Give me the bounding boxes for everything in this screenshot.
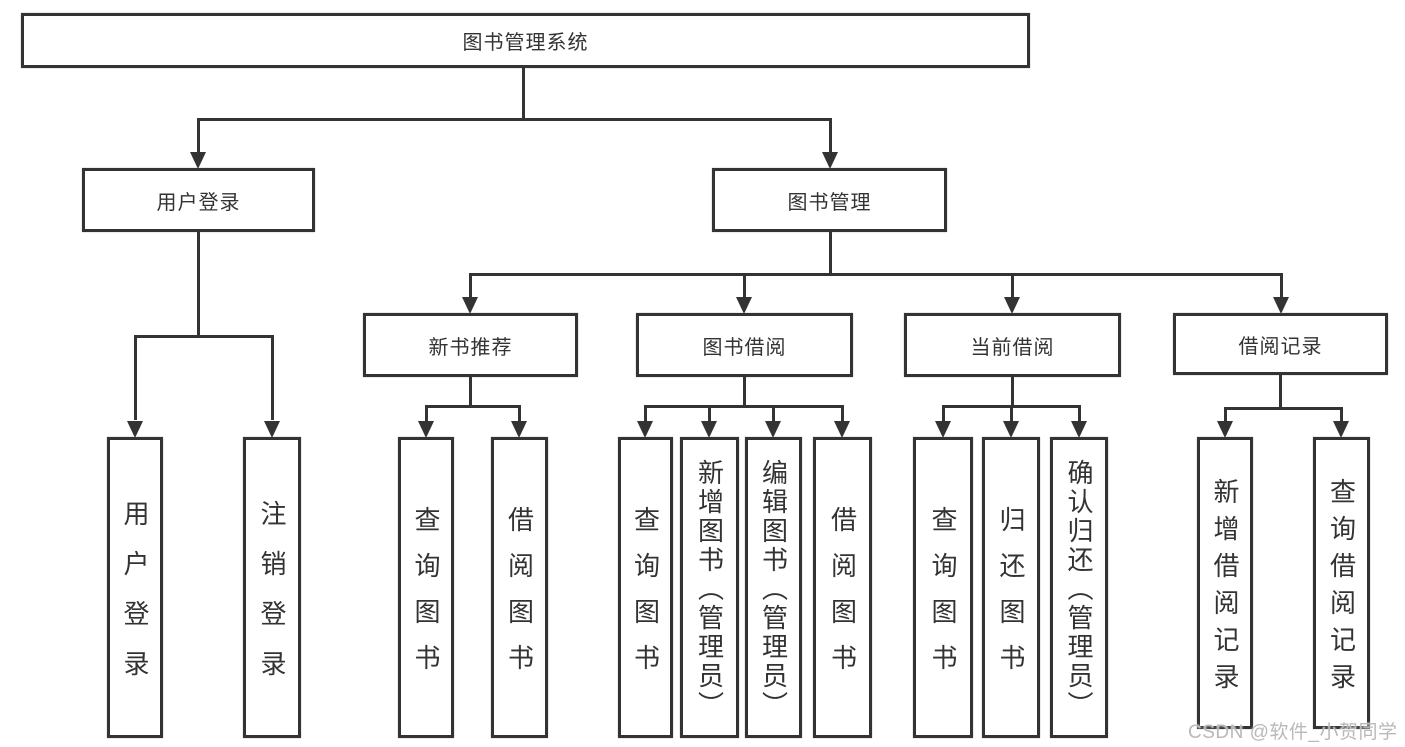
node-new-book-recommend: 新书推荐 (363, 313, 578, 377)
leaf-borrow-books-borrowing: 借阅图书 (813, 437, 872, 738)
connector-shaft (1224, 407, 1227, 421)
connector-current-stem (1011, 377, 1014, 405)
connector-user-login-rail (134, 335, 274, 338)
connector-shaft (1011, 273, 1014, 298)
connector-root-rail (197, 118, 832, 121)
connector-shaft (425, 405, 428, 421)
arrow-down-icon (736, 297, 752, 314)
connector-shaft (743, 273, 746, 298)
node-root: 图书管理系统 (21, 13, 1030, 68)
leaf-confirm-return-admin-label: 确认归还（管理员） (1064, 458, 1094, 720)
leaf-query-borrow-record-label: 查询借阅记录 (1326, 477, 1357, 700)
arrow-down-icon (1273, 297, 1289, 314)
leaf-add-books-admin: 新增图书（管理员） (680, 437, 739, 738)
leaf-query-books-recommend: 查询图书 (398, 437, 454, 738)
connector-recommend-stem (469, 377, 472, 405)
leaf-borrow-books-borrowing-label: 借阅图书 (827, 505, 858, 690)
connector-shaft (942, 405, 945, 421)
leaf-query-borrow-record: 查询借阅记录 (1313, 437, 1370, 729)
connector-shaft (644, 405, 647, 421)
connector-shaft (1010, 405, 1013, 421)
connector-borrowing-rail (644, 405, 844, 408)
connector-records-stem (1279, 375, 1282, 407)
arrow-down-icon (834, 421, 850, 438)
arrow-down-icon (190, 152, 206, 169)
leaf-add-borrow-record-label: 新增借阅记录 (1210, 477, 1240, 700)
connector-shaft (829, 118, 832, 153)
arrow-down-icon (637, 421, 653, 438)
leaf-query-books-current-label: 查询图书 (928, 505, 958, 690)
leaf-logout-label: 注销登录 (257, 499, 287, 700)
connector-user-login-stem (197, 232, 200, 335)
node-book-borrowing-label: 图书借阅 (702, 336, 787, 359)
arrow-down-icon (822, 152, 838, 169)
node-book-borrowing: 图书借阅 (636, 313, 853, 377)
connector-shaft (134, 335, 137, 420)
node-book-management-label: 图书管理 (787, 191, 872, 214)
connector-shaft (271, 335, 274, 420)
connector-book-management-rail (469, 273, 1283, 276)
node-borrow-records-label: 借阅记录 (1238, 335, 1323, 358)
node-user-login: 用户登录 (82, 168, 315, 232)
node-current-borrowing-label: 当前借阅 (970, 336, 1055, 359)
leaf-user-login: 用户登录 (107, 437, 163, 738)
arrow-down-icon (1004, 297, 1020, 314)
leaf-return-books-label: 归还图书 (996, 505, 1026, 690)
connector-shaft (197, 118, 200, 153)
connector-borrowing-stem (743, 377, 746, 405)
connector-shaft (772, 405, 775, 421)
connector-shaft (841, 405, 844, 421)
leaf-logout: 注销登录 (243, 437, 301, 738)
connector-shaft (1280, 273, 1283, 298)
leaf-query-books-borrowing: 查询图书 (618, 437, 673, 738)
arrow-down-icon (1003, 421, 1019, 438)
connector-book-management-stem (829, 232, 832, 273)
leaf-query-books-recommend-label: 查询图书 (411, 505, 441, 690)
connector-shaft (708, 405, 711, 421)
connector-shaft (1078, 405, 1081, 421)
leaf-query-books-borrowing-label: 查询图书 (630, 505, 661, 690)
arrow-down-icon (1071, 421, 1087, 438)
connector-root-stem (522, 68, 525, 118)
leaf-borrow-books-recommend: 借阅图书 (491, 437, 548, 738)
leaf-add-books-admin-label: 新增图书（管理员） (694, 458, 725, 720)
arrow-down-icon (1217, 421, 1233, 438)
arrow-down-icon (765, 421, 781, 438)
arrow-down-icon (935, 421, 951, 438)
node-borrow-records: 借阅记录 (1173, 313, 1388, 375)
connector-shaft (469, 273, 472, 298)
node-new-book-recommend-label: 新书推荐 (428, 336, 513, 359)
connector-recommend-rail (425, 405, 521, 408)
connector-records-rail (1224, 407, 1343, 410)
leaf-borrow-books-recommend-label: 借阅图书 (504, 505, 535, 690)
connector-shaft (1340, 407, 1343, 421)
leaf-query-books-current: 查询图书 (913, 437, 973, 738)
arrow-down-icon (462, 297, 478, 314)
node-root-label: 图书管理系统 (462, 32, 589, 54)
leaf-add-borrow-record: 新增借阅记录 (1197, 437, 1253, 729)
leaf-user-login-label: 用户登录 (120, 499, 150, 700)
arrow-down-icon (511, 421, 527, 438)
leaf-confirm-return-admin: 确认归还（管理员） (1050, 437, 1108, 738)
leaf-return-books: 归还图书 (982, 437, 1040, 738)
arrow-down-icon (418, 421, 434, 438)
node-current-borrowing: 当前借阅 (904, 313, 1121, 377)
arrow-down-icon (1333, 421, 1349, 438)
csdn-watermark: CSDN @软件_小贺同学 (1188, 722, 1398, 743)
leaf-edit-books-admin: 编辑图书（管理员） (745, 437, 802, 738)
leaf-edit-books-admin-label: 编辑图书（管理员） (758, 458, 789, 720)
connector-shaft (518, 405, 521, 421)
arrow-down-icon (127, 421, 143, 438)
node-book-management: 图书管理 (712, 168, 947, 232)
node-user-login-label: 用户登录 (156, 191, 241, 214)
arrow-down-icon (264, 421, 280, 438)
arrow-down-icon (701, 421, 717, 438)
